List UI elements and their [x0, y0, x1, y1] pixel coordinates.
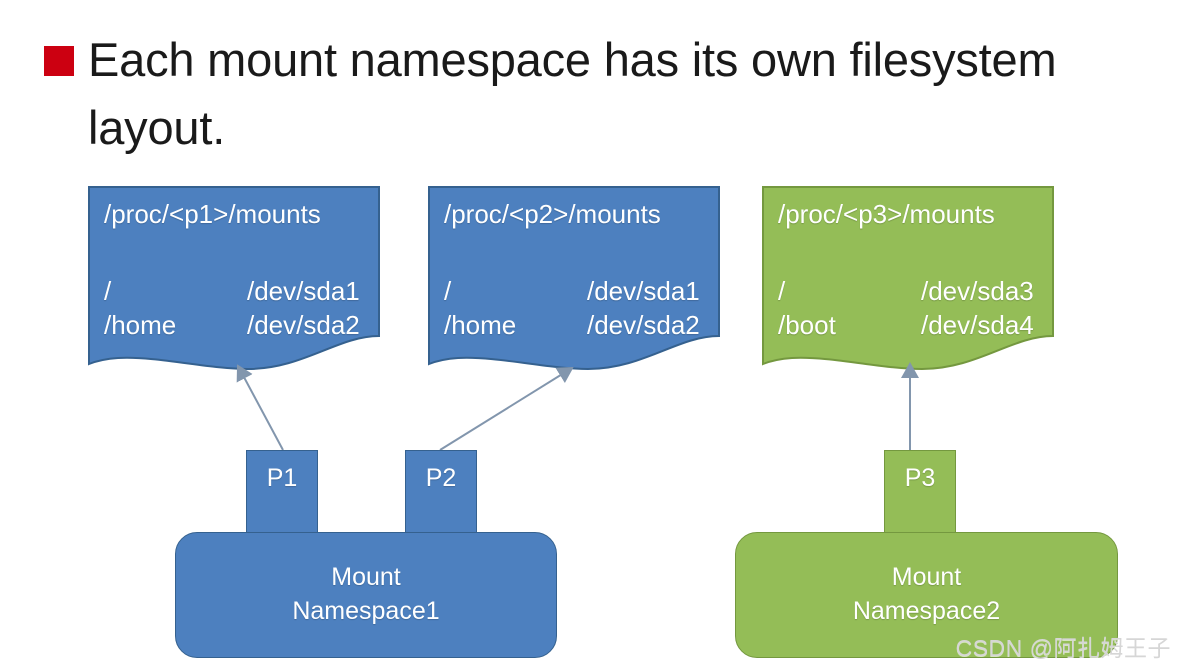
mount-device: /dev/sda2 — [247, 310, 360, 341]
ns-label-line-1: Mount — [331, 563, 401, 592]
mount-row: / /dev/sda3 — [778, 275, 1054, 306]
mounts-flag-p2-header: /proc/<p2>/mounts — [444, 199, 661, 229]
mount-device: /dev/sda1 — [247, 275, 360, 306]
mount-point: / — [104, 275, 112, 306]
slide-title-block: Each mount namespace has its own filesys… — [44, 26, 1164, 162]
mount-row: / /dev/sda1 — [104, 275, 380, 306]
mount-point: /boot — [778, 310, 836, 341]
flag-shape-green — [762, 186, 1054, 371]
flag-shape-blue-1 — [88, 186, 380, 371]
mount-row: /home /dev/sda2 — [104, 311, 380, 340]
process-label: P2 — [425, 464, 457, 492]
ns-label-line-2: Namespace1 — [292, 597, 440, 625]
page-title: Each mount namespace has its own filesys… — [44, 26, 1164, 162]
mount-point: / — [778, 275, 786, 306]
mounts-flag-p3: /proc/<p3>/mounts / /dev/sda3 /boot /dev… — [762, 186, 1054, 371]
mounts-flag-p1-header: /proc/<p1>/mounts — [104, 199, 321, 229]
mount-device: /dev/sda3 — [921, 275, 1034, 306]
mounts-flag-p2-content: /proc/<p2>/mounts / /dev/sda1 /home /dev… — [428, 186, 720, 346]
mount-point: /home — [104, 310, 177, 341]
title-line-2: layout. — [88, 101, 226, 155]
bullet-square-icon — [44, 46, 74, 76]
mount-point: /home — [444, 310, 517, 341]
csdn-watermark: CSDN @阿扎姆王子 — [955, 635, 1171, 661]
mount-row: /home /dev/sda2 — [444, 311, 720, 340]
mounts-flag-p3-content: /proc/<p3>/mounts / /dev/sda3 /boot /dev… — [762, 186, 1054, 346]
mounts-flag-p1-content: /proc/<p1>/mounts / /dev/sda1 /home /dev… — [88, 186, 380, 346]
mount-device: /dev/sda2 — [587, 310, 700, 341]
mounts-flag-p2: /proc/<p2>/mounts / /dev/sda1 /home /dev… — [428, 186, 720, 371]
mount-row: / /dev/sda1 — [444, 275, 720, 306]
ns-label-line-2: Namespace2 — [852, 597, 1001, 625]
mounts-flag-p1: /proc/<p1>/mounts / /dev/sda1 /home /dev… — [88, 186, 380, 371]
ns-label-line-1: Mount — [891, 563, 962, 592]
mounts-flag-p3-header: /proc/<p3>/mounts — [778, 199, 995, 229]
process-label: P3 — [904, 464, 936, 492]
process-box-p3[interactable]: P3 — [884, 450, 956, 542]
arrow-p2-to-flag — [439, 366, 574, 451]
process-box-p1[interactable]: P1 — [246, 450, 318, 542]
process-box-p2[interactable]: P2 — [405, 450, 477, 542]
mount-row: /boot /dev/sda4 — [778, 311, 1054, 340]
mount-point: / — [444, 275, 452, 306]
mount-device: /dev/sda1 — [587, 275, 700, 306]
title-line-1: Each mount namespace has its own filesys… — [88, 33, 1057, 86]
process-label: P1 — [266, 464, 298, 492]
arrow-p1-to-flag — [236, 364, 284, 451]
mount-device: /dev/sda4 — [921, 310, 1034, 341]
